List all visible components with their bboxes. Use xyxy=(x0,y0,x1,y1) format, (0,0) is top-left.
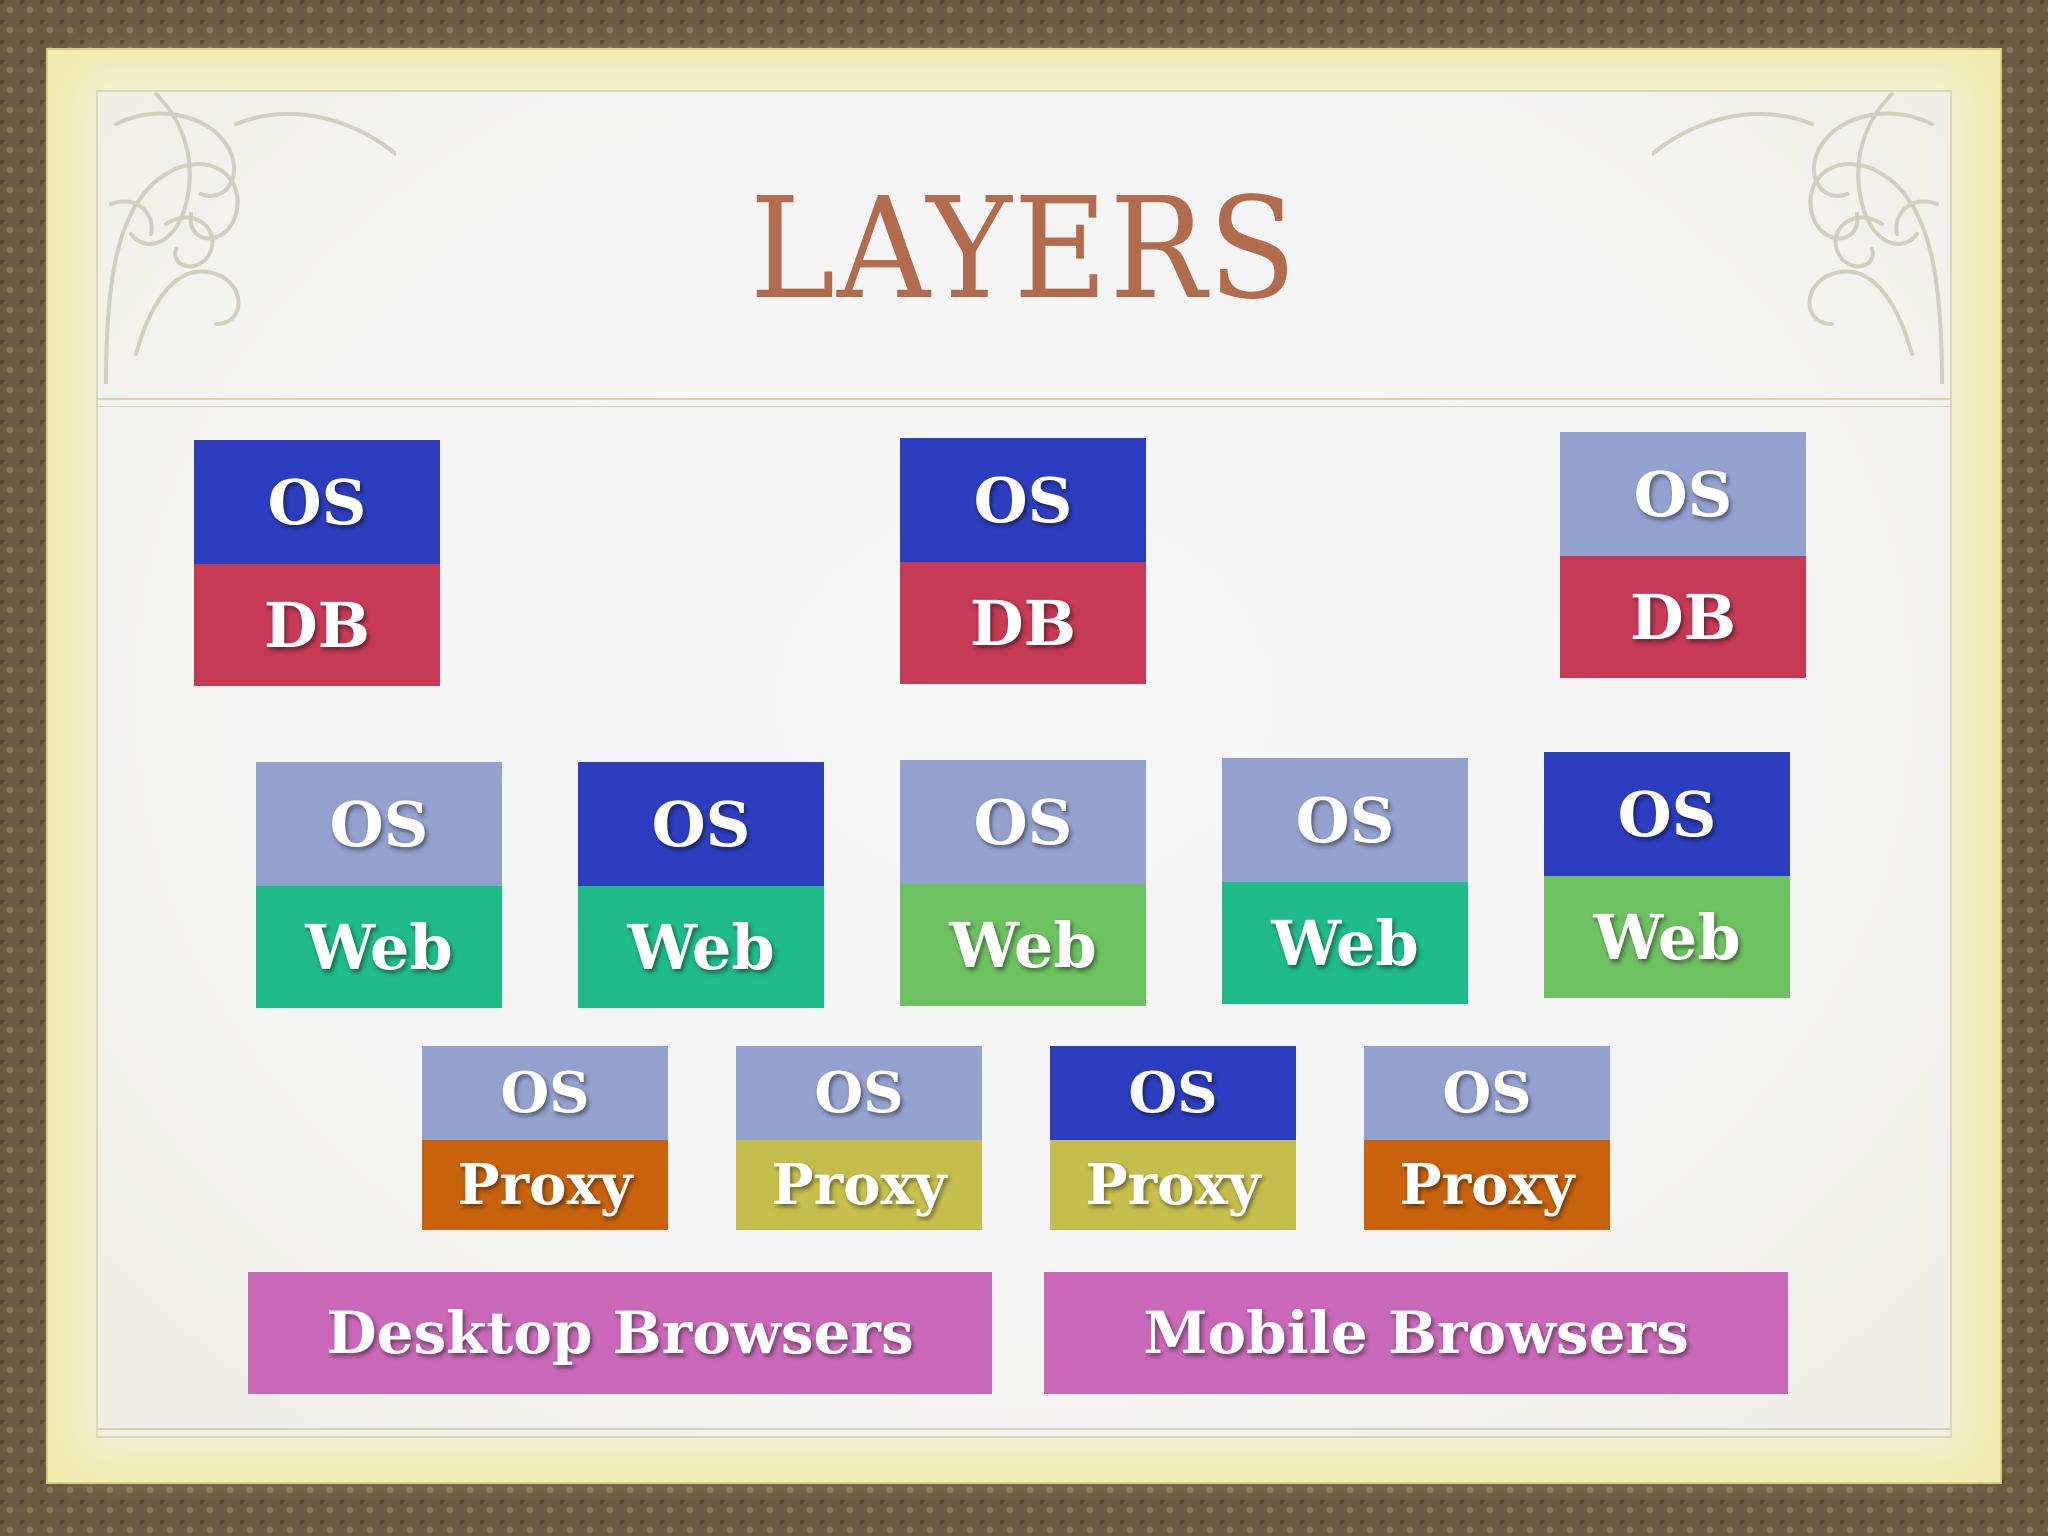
web-server-2-os-block: OS xyxy=(578,762,824,886)
title-divider xyxy=(96,398,1952,400)
corner-flourish-right-icon xyxy=(1652,92,1944,384)
db-server-2-os-block: OS xyxy=(900,438,1146,562)
web-server-5-web-block: Web xyxy=(1544,876,1790,998)
db-server-2-db-block: DB xyxy=(900,562,1146,684)
proxy-server-3-os-block: OS xyxy=(1050,1046,1296,1140)
desktop-browsers-block: Desktop Browsers xyxy=(248,1272,992,1394)
proxy-server-4-proxy-block: Proxy xyxy=(1364,1140,1610,1230)
web-server-5-os-block: OS xyxy=(1544,752,1790,876)
web-server-1-web-block: Web xyxy=(256,886,502,1008)
proxy-server-3-proxy-block: Proxy xyxy=(1050,1140,1296,1230)
proxy-server-4-os-block: OS xyxy=(1364,1046,1610,1140)
web-server-3-os-block: OS xyxy=(900,760,1146,884)
db-server-3-os-block: OS xyxy=(1560,432,1806,556)
title-divider-secondary xyxy=(96,406,1952,407)
proxy-server-2-proxy-block: Proxy xyxy=(736,1140,982,1230)
db-server-1-db-block: DB xyxy=(194,564,440,686)
web-server-1-os-block: OS xyxy=(256,762,502,886)
proxy-server-1-os-block: OS xyxy=(422,1046,668,1140)
slide-title: LAYERS xyxy=(749,168,1299,331)
corner-flourish-left-icon xyxy=(104,92,396,384)
web-server-2-web-block: Web xyxy=(578,886,824,1008)
web-server-3-web-block: Web xyxy=(900,884,1146,1006)
bottom-rule xyxy=(96,1428,1952,1430)
proxy-server-1-proxy-block: Proxy xyxy=(422,1140,668,1230)
db-server-1-os-block: OS xyxy=(194,440,440,564)
mobile-browsers-block: Mobile Browsers xyxy=(1044,1272,1788,1394)
db-server-3-db-block: DB xyxy=(1560,556,1806,678)
web-server-4-web-block: Web xyxy=(1222,882,1468,1004)
proxy-server-2-os-block: OS xyxy=(736,1046,982,1140)
web-server-4-os-block: OS xyxy=(1222,758,1468,882)
